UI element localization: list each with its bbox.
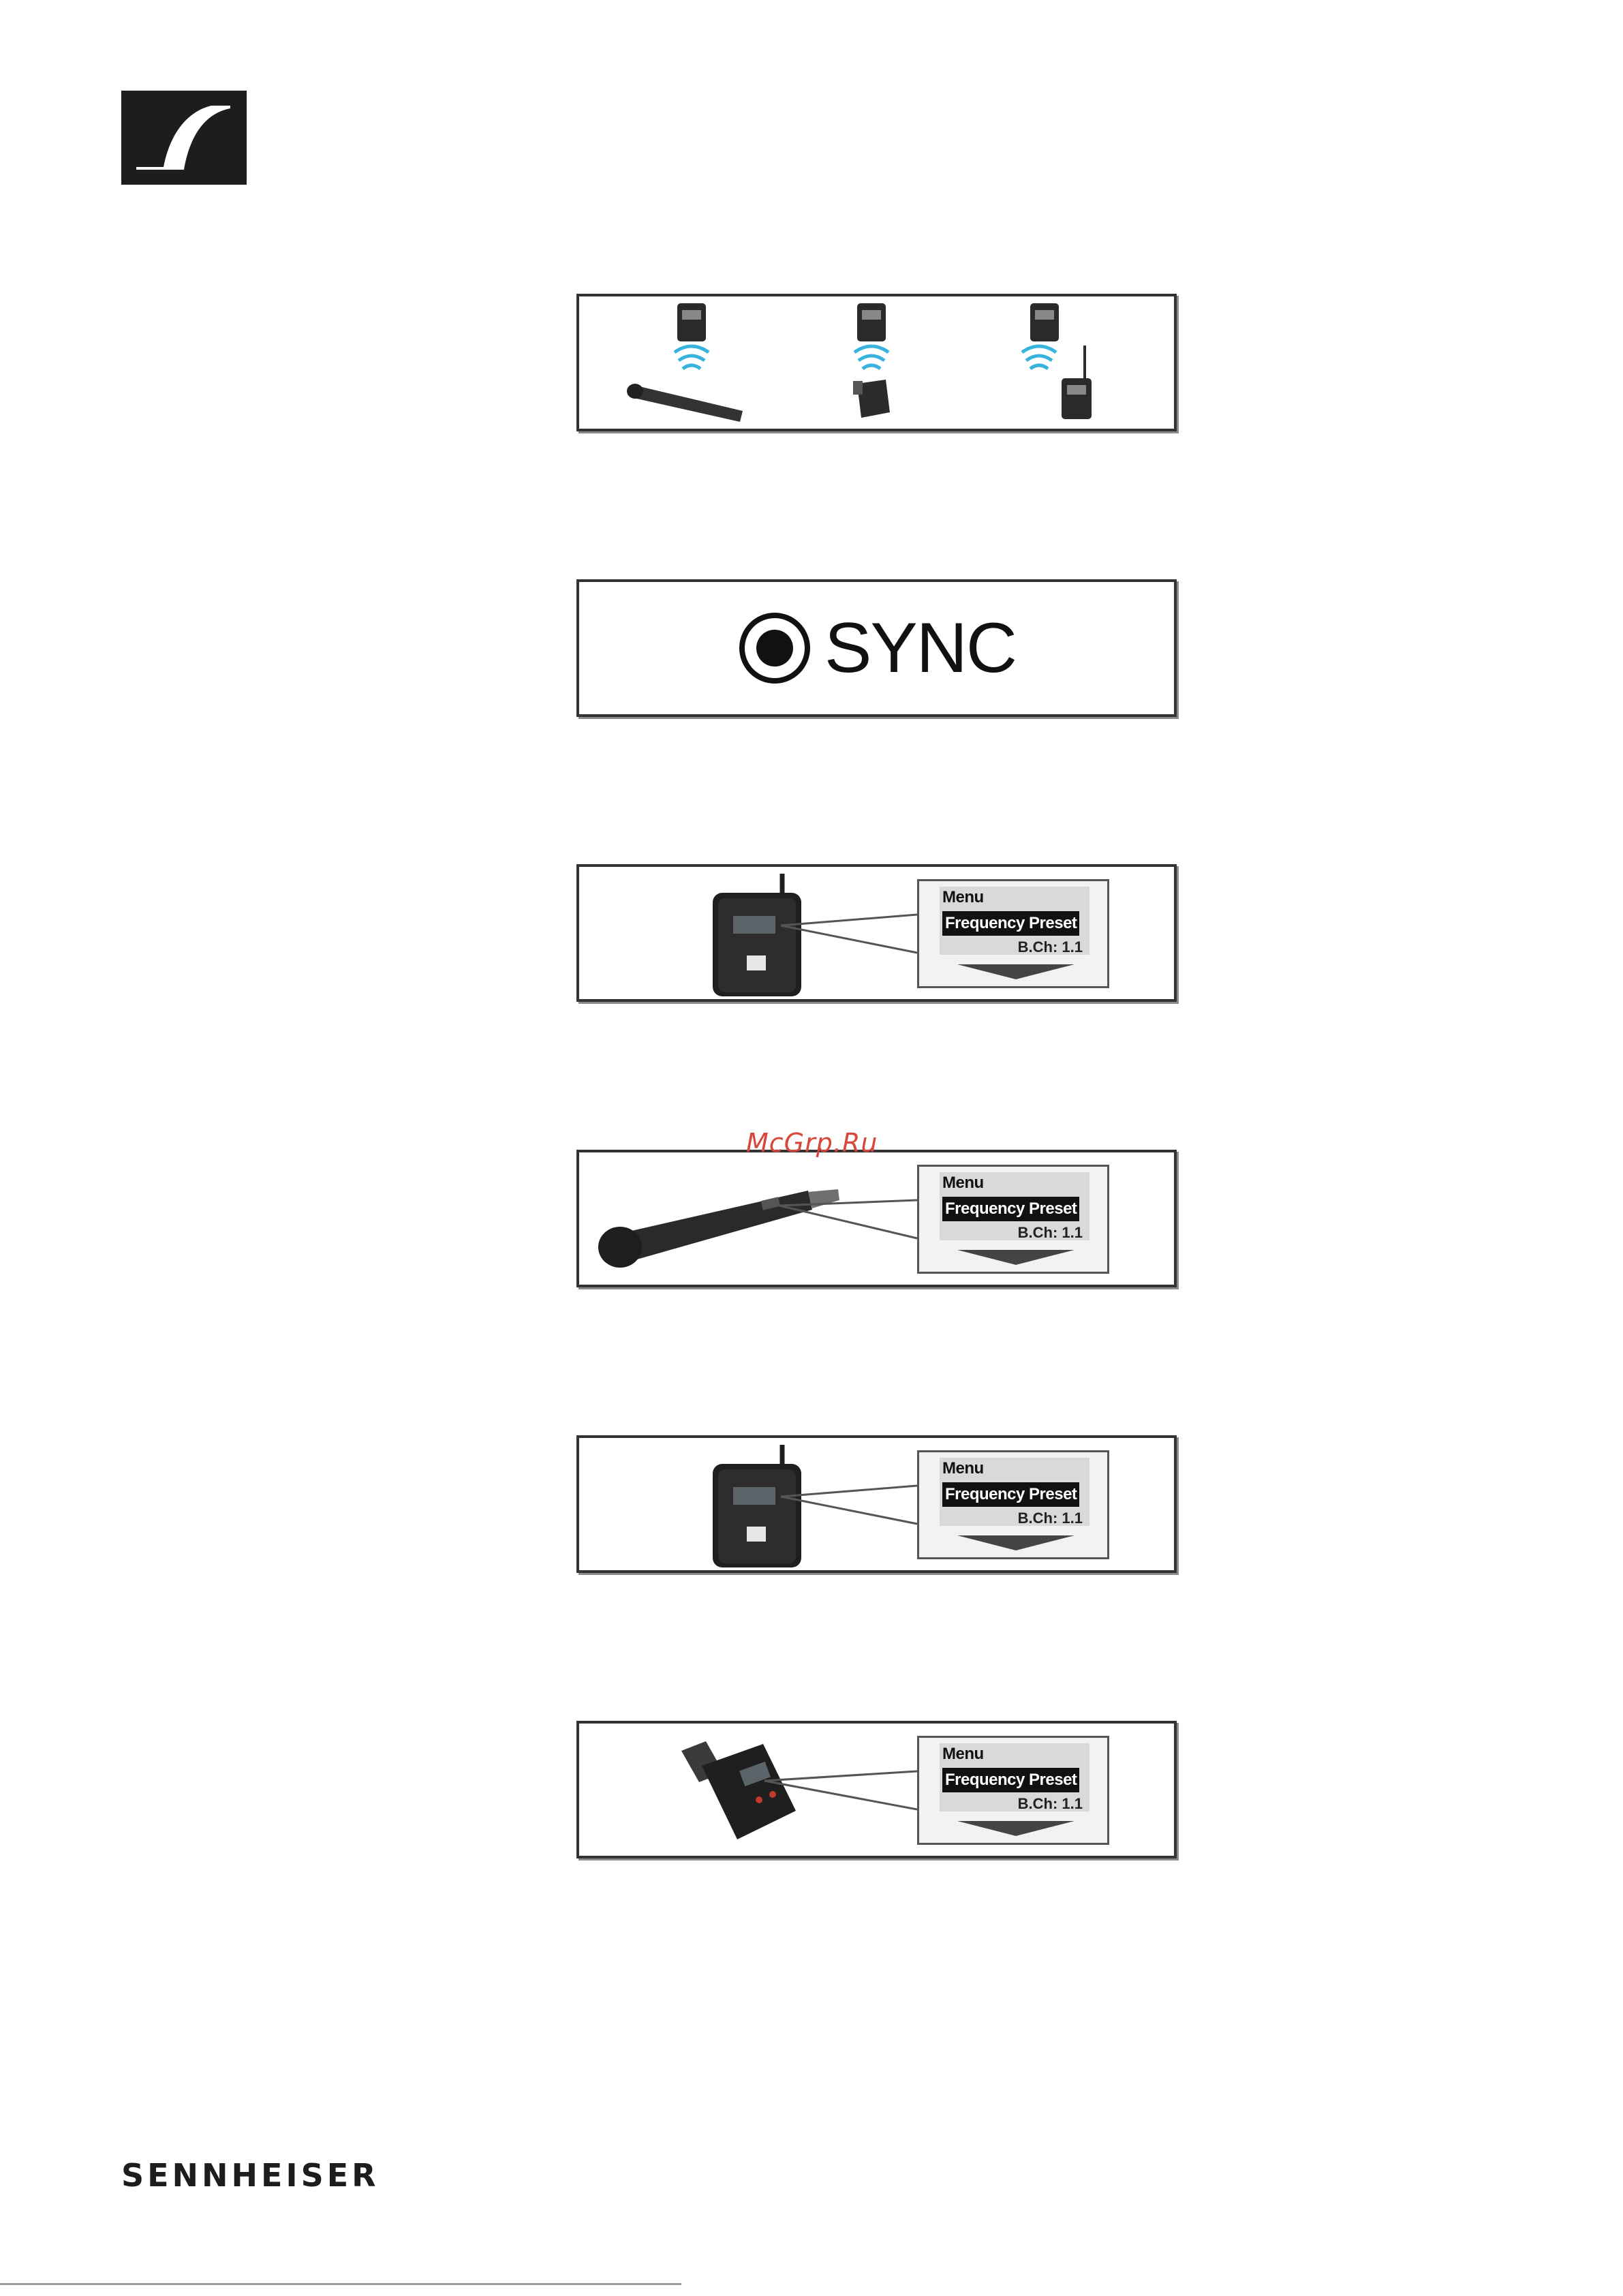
wireless-signal-icon [1022, 346, 1056, 369]
menu-display: Menu Frequency Preset B.Ch: 1.1 [917, 1165, 1109, 1274]
menu-channel-value: B.Ch: 1.1 [1018, 1510, 1083, 1527]
menu-title: Menu [942, 1174, 984, 1193]
receiver-icon [1030, 303, 1059, 341]
menu-title: Menu [942, 1459, 984, 1478]
menu-display: Menu Frequency Preset B.Ch: 1.1 [917, 1736, 1109, 1845]
receiver-icon [857, 303, 886, 341]
arrow-down-icon [957, 1535, 1075, 1550]
menu-display: Menu Frequency Preset B.Ch: 1.1 [917, 879, 1109, 988]
menu-selected-item: Frequency Preset [942, 911, 1079, 936]
menu-channel-value: B.Ch: 1.1 [1018, 1795, 1083, 1813]
receiver-icon [677, 303, 706, 341]
sync-button-illustration: SYNC [576, 579, 1177, 717]
record-dot-icon [737, 611, 812, 686]
sennheiser-logo-icon [121, 91, 247, 185]
handheld-mic-icon [598, 1189, 839, 1268]
menu-panel-handheld: Menu Frequency Preset B.Ch: 1.1 [576, 1150, 1177, 1287]
handheld-mic-icon [627, 384, 743, 422]
menu-display: Menu Frequency Preset B.Ch: 1.1 [917, 1450, 1109, 1559]
brand-wordmark: SENNHEISER [121, 2157, 380, 2194]
menu-panel-bodypack: Menu Frequency Preset B.Ch: 1.1 [576, 864, 1177, 1002]
watermark: McGrp.Ru [746, 1128, 878, 1158]
menu-title: Menu [942, 1745, 984, 1764]
arrow-down-icon [957, 1821, 1075, 1836]
wireless-signal-icon [675, 346, 709, 369]
arrow-down-icon [957, 1250, 1075, 1265]
menu-channel-value: B.Ch: 1.1 [1018, 938, 1083, 956]
menu-selected-item: Frequency Preset [942, 1482, 1079, 1507]
menu-panel-bodypack-2: Menu Frequency Preset B.Ch: 1.1 [576, 1435, 1177, 1573]
menu-selected-item: Frequency Preset [942, 1768, 1079, 1792]
devices-sync-illustration [576, 294, 1177, 431]
arrow-down-icon [957, 964, 1075, 979]
bodypack-transmitter-icon [713, 874, 801, 996]
plug-on-transmitter-icon [681, 1741, 796, 1839]
plug-on-transmitter-icon [853, 380, 890, 418]
menu-title: Menu [942, 888, 984, 907]
menu-channel-value: B.Ch: 1.1 [1018, 1224, 1083, 1242]
wireless-signal-icon [854, 346, 888, 369]
menu-selected-item: Frequency Preset [942, 1197, 1079, 1221]
bodypack-transmitter-icon [713, 1445, 801, 1567]
footer-divider [0, 2283, 681, 2285]
menu-panel-plug-on: Menu Frequency Preset B.Ch: 1.1 [576, 1721, 1177, 1858]
sync-label: SYNC [824, 608, 1016, 689]
bodypack-transmitter-icon [1062, 346, 1092, 419]
